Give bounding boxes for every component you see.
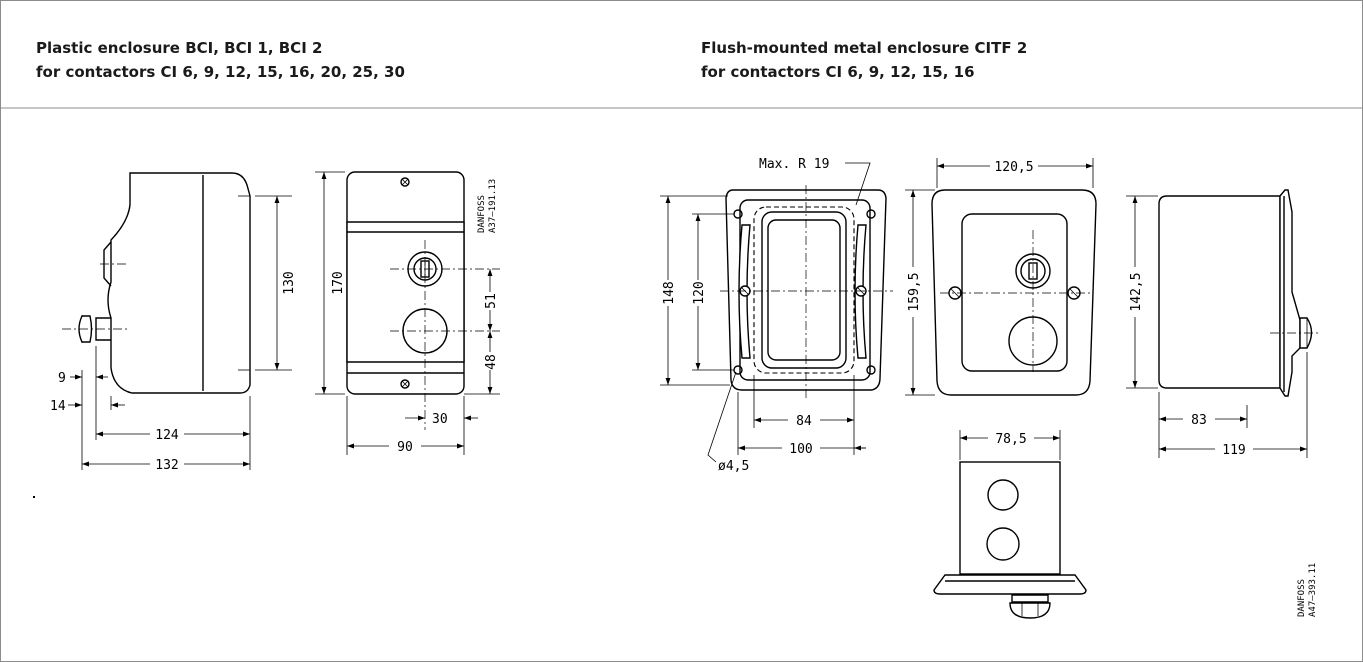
right-heading-line1: Flush-mounted metal enclosure CITF 2 bbox=[701, 39, 1028, 57]
metal-side-view bbox=[1158, 189, 1320, 397]
left-heading-line2: for contactors CI 6, 9, 12, 15, 16, 20, … bbox=[36, 63, 405, 81]
dim-132: 132 bbox=[155, 458, 178, 473]
dim-78-5: 78,5 bbox=[995, 432, 1026, 447]
stray-dot bbox=[33, 496, 35, 498]
mounting-frame-view bbox=[720, 185, 893, 400]
metal-front-view bbox=[931, 189, 1097, 396]
dim-14: 14 bbox=[50, 399, 66, 414]
metal-bottom-dimensions: 78,5 bbox=[959, 430, 1061, 460]
right-heading-line2: for contactors CI 6, 9, 12, 15, 16 bbox=[701, 63, 975, 81]
left-heading-line1: Plastic enclosure BCI, BCI 1, BCI 2 bbox=[36, 39, 323, 57]
dim-170: 170 bbox=[331, 271, 346, 294]
dim-120: 120 bbox=[692, 281, 707, 304]
left-reference-line1: DANFOSS bbox=[477, 195, 487, 233]
dim-9: 9 bbox=[58, 371, 66, 386]
dim-83: 83 bbox=[1191, 413, 1207, 428]
right-reference-line2: A47–393.11 bbox=[1308, 563, 1318, 617]
dim-51: 51 bbox=[484, 293, 499, 309]
dim-max-radius: Max. R 19 bbox=[759, 157, 829, 172]
right-section-heading: Flush-mounted metal enclosure CITF 2 for… bbox=[701, 36, 1027, 84]
dim-48: 48 bbox=[484, 354, 499, 370]
dim-142-5: 142,5 bbox=[1129, 272, 1144, 311]
metal-side-dimensions: 142,5 83 119 bbox=[1126, 195, 1308, 458]
side-view-dimensions: 130 9 14 124 132 bbox=[50, 195, 297, 473]
dim-84: 84 bbox=[796, 414, 812, 429]
left-reference-line2: A37–191.13 bbox=[488, 179, 498, 233]
dim-90: 90 bbox=[397, 440, 413, 455]
metal-bottom-view bbox=[933, 461, 1087, 619]
mounting-frame-dimensions: Max. R 19 148 120 84 100 ø4,5 bbox=[660, 157, 871, 474]
dim-120-5: 120,5 bbox=[994, 160, 1033, 175]
dim-30: 30 bbox=[432, 412, 448, 427]
dim-124: 124 bbox=[155, 428, 179, 443]
left-section-heading: Plastic enclosure BCI, BCI 1, BCI 2 for … bbox=[36, 36, 405, 84]
front-view bbox=[346, 171, 500, 430]
dim-159-5: 159,5 bbox=[907, 272, 922, 311]
dim-119: 119 bbox=[1222, 443, 1245, 458]
dim-130: 130 bbox=[282, 271, 297, 294]
dim-100: 100 bbox=[789, 442, 812, 457]
dim-hole-diameter: ø4,5 bbox=[718, 459, 749, 474]
metal-front-dimensions: 120,5 159,5 bbox=[905, 158, 1094, 396]
dim-148: 148 bbox=[662, 281, 677, 304]
right-reference-line1: DANFOSS bbox=[1297, 579, 1307, 617]
front-view-dimensions: 170 51 48 30 90 bbox=[315, 171, 499, 455]
side-view bbox=[62, 172, 251, 394]
